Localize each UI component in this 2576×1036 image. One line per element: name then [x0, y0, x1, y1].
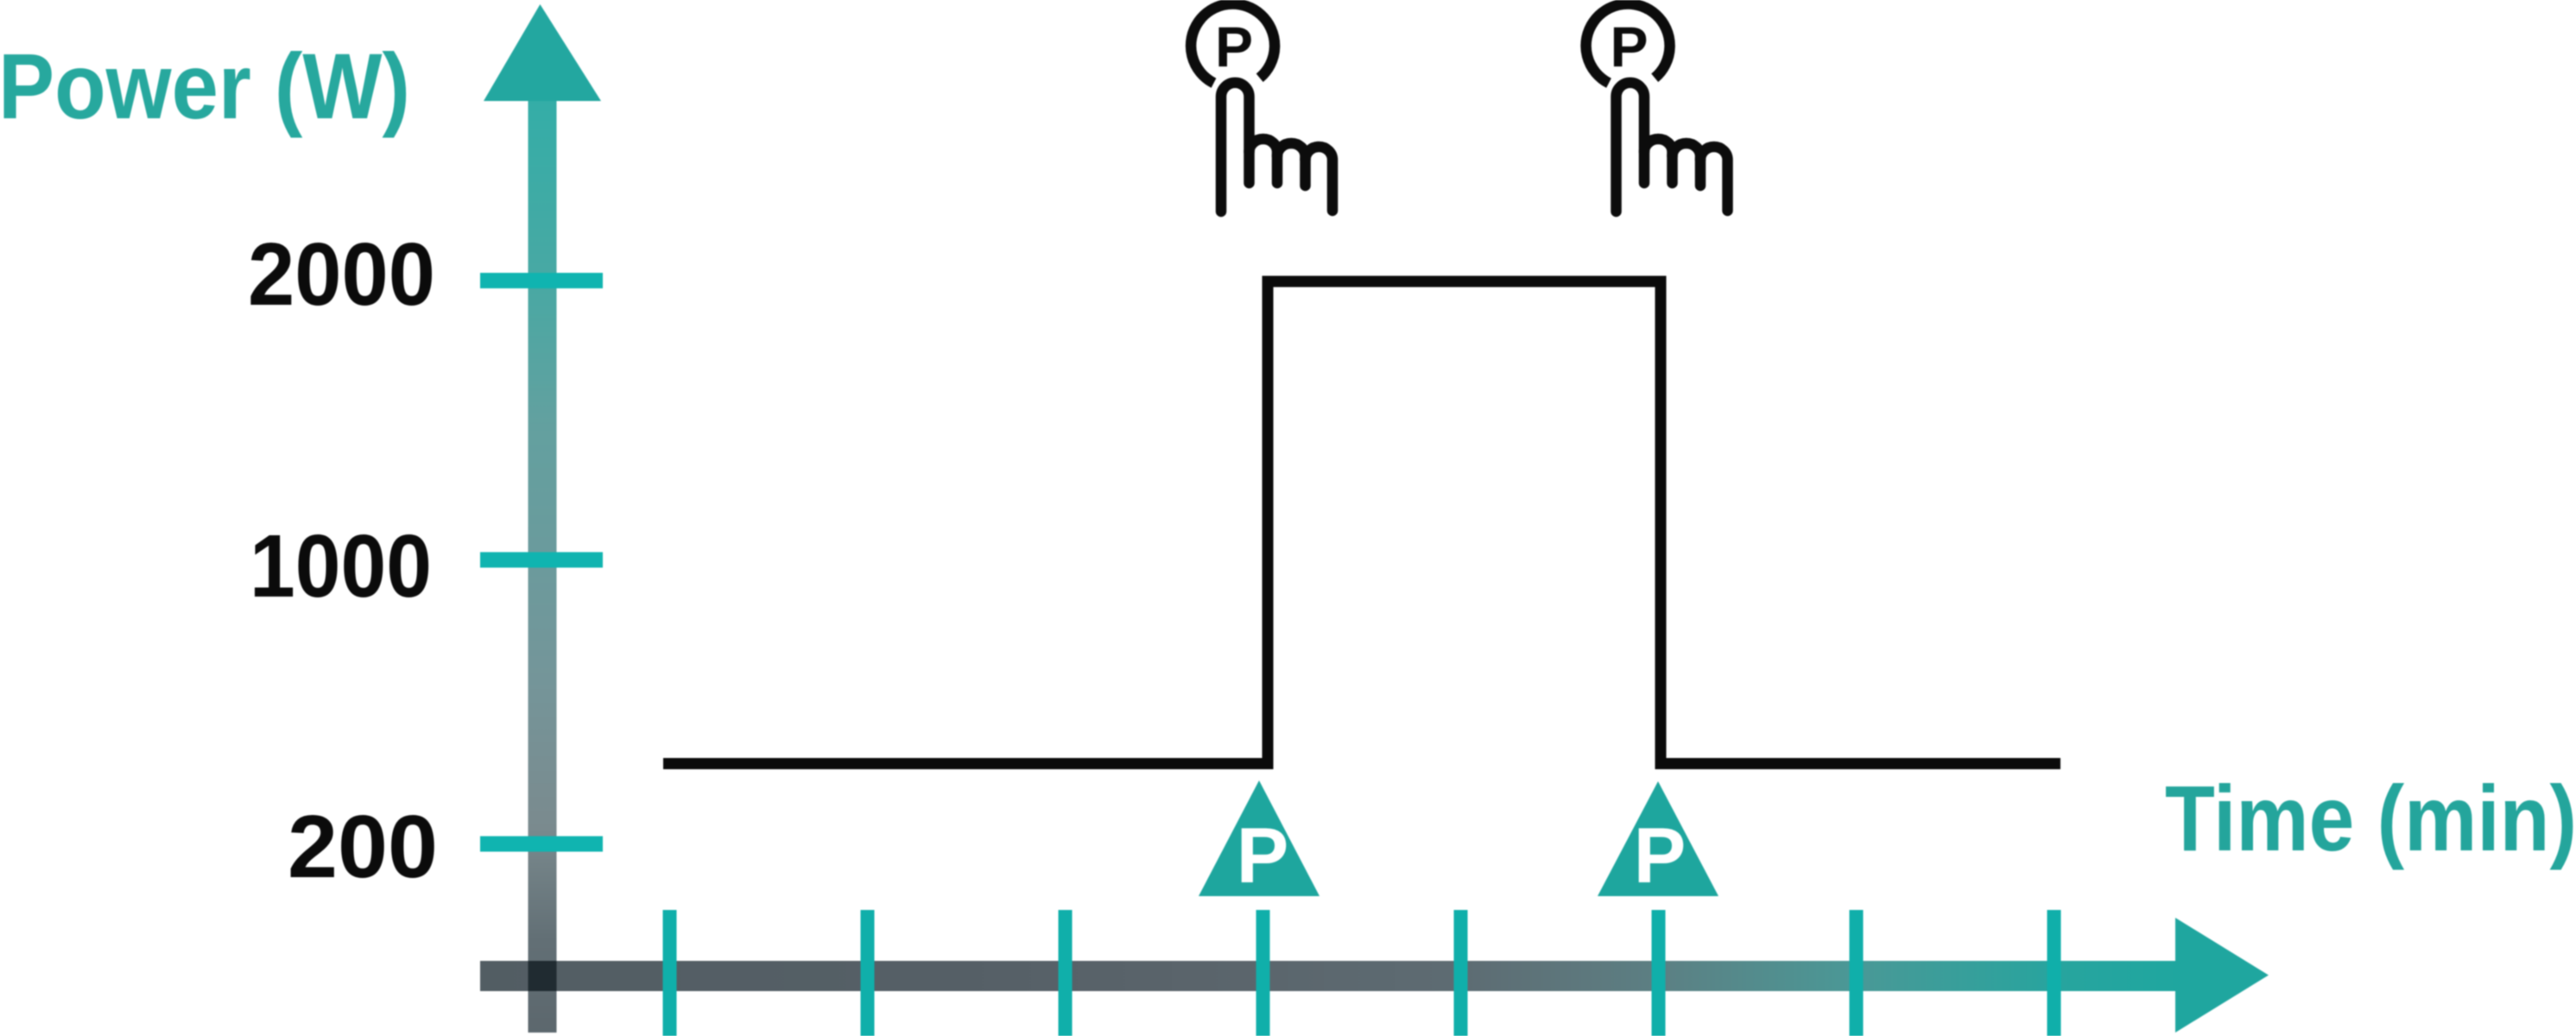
- svg-text:1000: 1000: [250, 516, 432, 616]
- svg-text:Time (min): Time (min): [2165, 766, 2576, 870]
- svg-text:2000: 2000: [248, 224, 435, 324]
- svg-text:200: 200: [288, 797, 438, 896]
- svg-text:P: P: [1237, 812, 1289, 900]
- svg-text:P: P: [1215, 15, 1253, 79]
- svg-text:Power (W): Power (W): [0, 34, 410, 138]
- svg-text:P: P: [1634, 812, 1687, 900]
